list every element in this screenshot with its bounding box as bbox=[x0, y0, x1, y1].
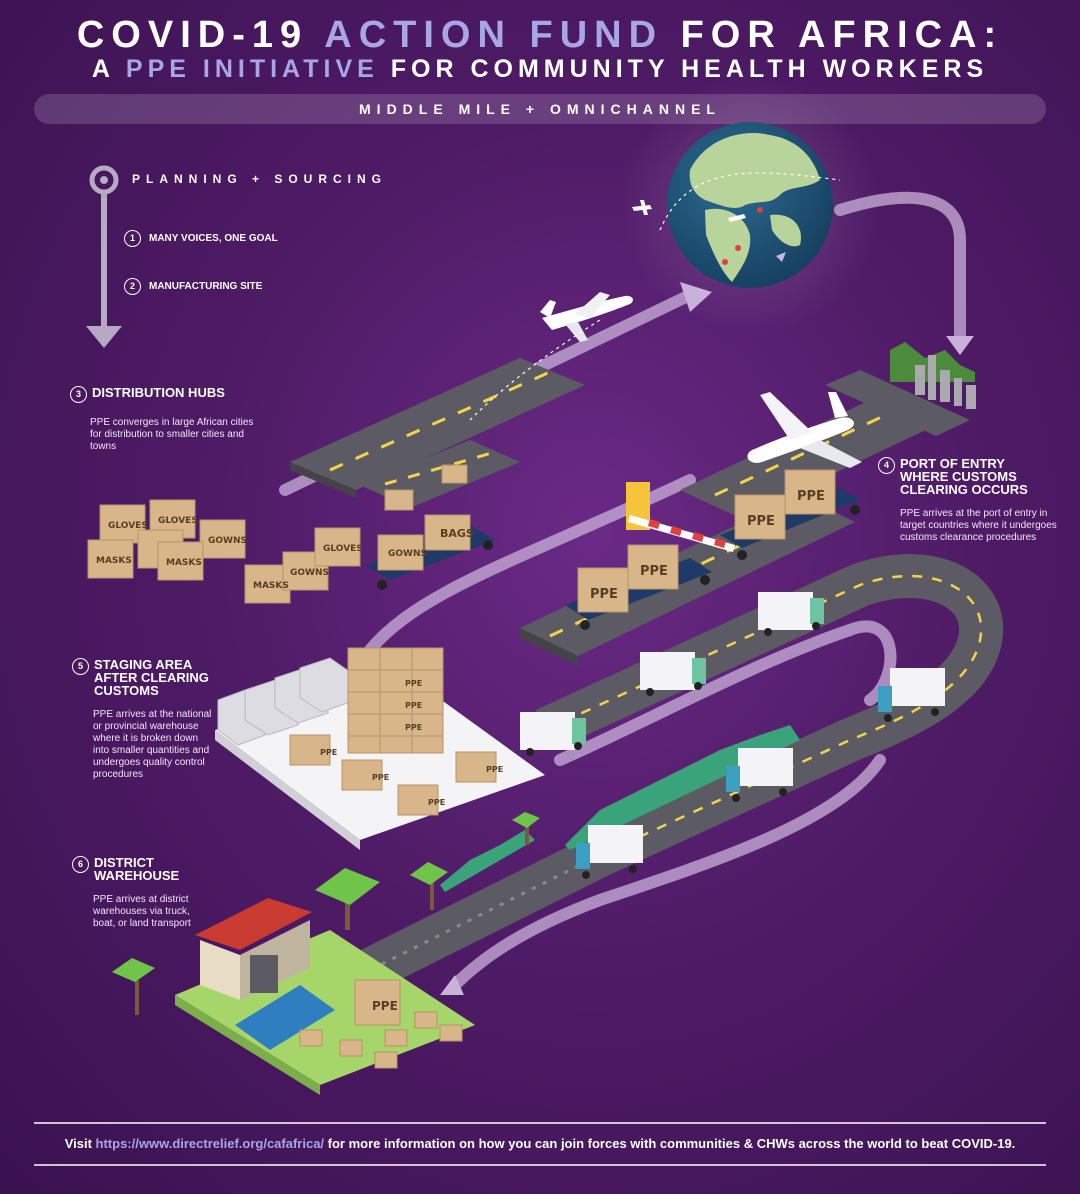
box-label-ppe: PPE bbox=[486, 765, 503, 774]
box-label-ppe: PPE bbox=[405, 701, 422, 710]
box-label-gloves: GLOVES bbox=[158, 516, 198, 526]
box-label-gowns: GOWNS bbox=[388, 549, 427, 559]
box-label-ppe: PPE bbox=[797, 489, 825, 504]
subtitle: A PPE INITIATIVE FOR COMMUNITY HEALTH WO… bbox=[91, 55, 989, 83]
box-label-gloves: GLOVES bbox=[323, 544, 363, 554]
port-carts: PPE PPE PPE PPE bbox=[565, 469, 860, 630]
staging-area: PPE PPE PPE PPE PPE PPE PPE bbox=[215, 647, 545, 850]
distribution-runway bbox=[290, 358, 585, 508]
box-label-ppe: PPE bbox=[372, 999, 398, 1013]
district-warehouse: PPE bbox=[175, 898, 475, 1095]
box-label-gowns: GOWNS bbox=[290, 568, 329, 578]
section-description: PPE arrives at the national or provincia… bbox=[93, 709, 212, 780]
planning-step-1: 1 MANY VOICES, ONE GOAL bbox=[124, 230, 278, 247]
hub-carts: GOWNS BAGS bbox=[365, 464, 495, 590]
section-title: 3 DISTRIBUTION HUBS bbox=[70, 386, 270, 403]
step-label: MANUFACTURING SITE bbox=[149, 281, 263, 292]
step-label: MANY VOICES, ONE GOAL bbox=[149, 233, 278, 244]
section-title: 6 DISTRICT WAREHOUSE bbox=[72, 856, 222, 882]
step-number: 2 bbox=[124, 278, 141, 295]
planning-timeline-arrow bbox=[86, 165, 122, 348]
section-title: 5 STAGING AREA AFTER CLEARING CUSTOMS bbox=[72, 658, 222, 697]
city-skyline bbox=[890, 342, 976, 409]
subtitle-highlight: PPE INITIATIVE bbox=[125, 55, 379, 83]
section-district-warehouse: 6 DISTRICT WAREHOUSE PPE arrives at dist… bbox=[72, 856, 222, 930]
box-label-ppe: PPE bbox=[405, 679, 422, 688]
box-label-bags: BAGS bbox=[440, 527, 474, 540]
landed-plane bbox=[747, 392, 862, 468]
step-number: 1 bbox=[124, 230, 141, 247]
box-label-ppe: PPE bbox=[372, 773, 389, 782]
main-title: COVID-19 ACTION FUND FOR AFRICA: bbox=[76, 14, 1004, 56]
box-label-ppe: PPE bbox=[428, 798, 445, 807]
box-label-ppe: PPE bbox=[640, 564, 668, 579]
section-description: PPE converges in large African cities fo… bbox=[90, 417, 254, 452]
section-banner: MIDDLE MILE + OMNICHANNEL bbox=[34, 94, 1046, 124]
delivery-road bbox=[350, 554, 1003, 995]
supply-chain-illustration: GLOVES GLOVES GOWNS MASKS MASKS MASKS GO… bbox=[86, 75, 1003, 1095]
box-label-ppe: PPE bbox=[320, 748, 337, 757]
customs-gate bbox=[626, 482, 735, 552]
title-highlight: ACTION FUND bbox=[324, 14, 664, 56]
footer-link[interactable]: https://www.directrelief.org/cafafrica/ bbox=[95, 1136, 325, 1151]
box-label-gowns: GOWNS bbox=[208, 536, 247, 546]
footer-divider-top bbox=[34, 1122, 1046, 1124]
globe bbox=[620, 75, 880, 335]
footer-text: Visit https://www.directrelief.org/cafaf… bbox=[64, 1136, 1016, 1151]
planning-step-2: 2 MANUFACTURING SITE bbox=[124, 278, 262, 295]
box-label-ppe: PPE bbox=[747, 514, 775, 529]
box-label-gloves: GLOVES bbox=[108, 521, 148, 531]
box-label-masks: MASKS bbox=[96, 556, 132, 566]
departing-plane bbox=[469, 292, 633, 421]
section-description: PPE arrives at district warehouses via t… bbox=[93, 894, 191, 929]
planning-title: PLANNING + SOURCING bbox=[132, 172, 388, 186]
section-staging-area: 5 STAGING AREA AFTER CLEARING CUSTOMS PP… bbox=[72, 658, 222, 781]
trucks bbox=[520, 592, 945, 879]
box-label-masks: MASKS bbox=[253, 581, 289, 591]
section-title: 4 PORT OF ENTRY WHERE CUSTOMS CLEARING O… bbox=[878, 457, 1058, 496]
box-label-masks: MASKS bbox=[166, 558, 202, 568]
section-port-of-entry: 4 PORT OF ENTRY WHERE CUSTOMS CLEARING O… bbox=[878, 457, 1058, 544]
box-label-ppe: PPE bbox=[590, 587, 618, 602]
section-description: PPE arrives at the port of entry in targ… bbox=[900, 508, 1057, 543]
trees bbox=[112, 812, 540, 1015]
footer-divider-bottom bbox=[34, 1164, 1046, 1166]
section-distribution-hubs: 3 DISTRIBUTION HUBS PPE converges in lar… bbox=[70, 386, 270, 453]
distribution-boxes: GLOVES GLOVES GOWNS MASKS MASKS MASKS GO… bbox=[87, 499, 363, 604]
box-label-ppe: PPE bbox=[405, 723, 422, 732]
